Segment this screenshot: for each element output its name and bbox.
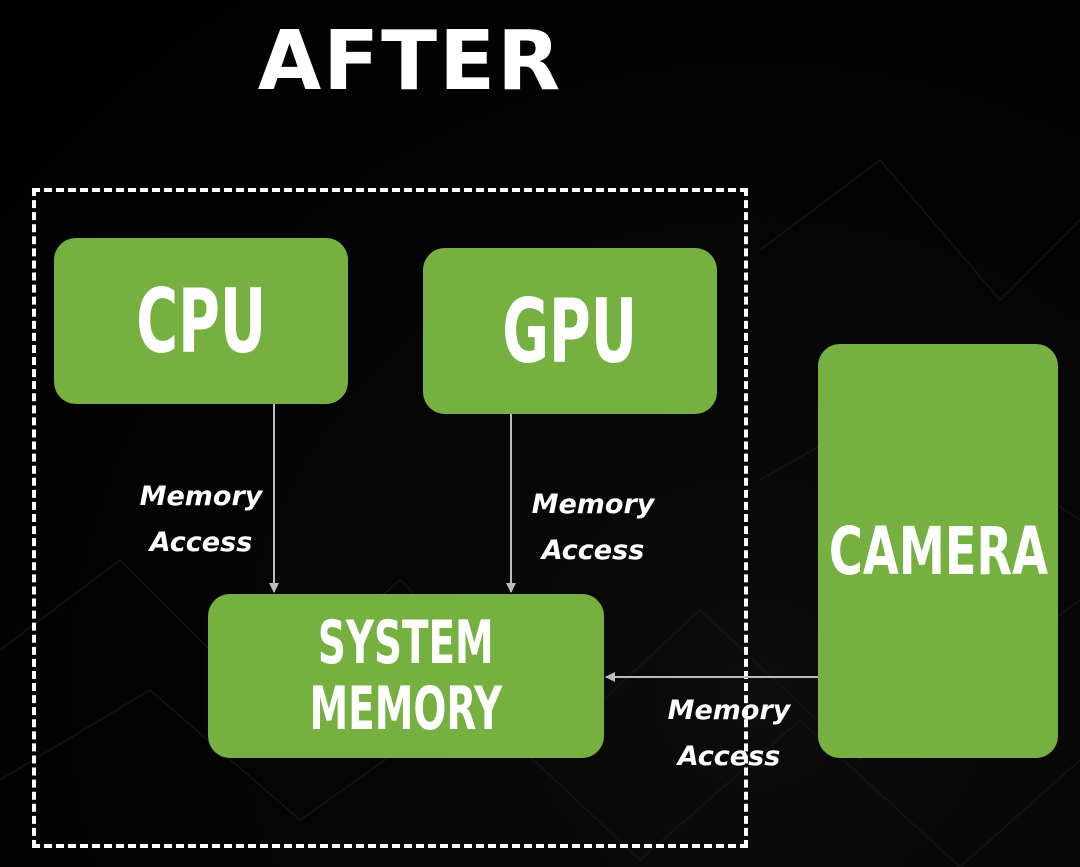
edge-label-cpu-memory-access: Memory Access	[118, 474, 284, 566]
gpu-label: GPU	[502, 279, 638, 383]
system-memory-node: SYSTEM MEMORY	[208, 594, 604, 758]
diagram-title: AFTER	[257, 14, 563, 109]
edge-label-line1: Memory	[667, 695, 791, 726]
edge-label-gpu-memory-access: Memory Access	[510, 482, 676, 574]
gpu-node: GPU	[423, 248, 717, 414]
camera-node: CAMERA	[818, 344, 1058, 758]
cpu-label: CPU	[136, 269, 266, 373]
system-memory-label-line2: MEMORY	[309, 674, 503, 744]
system-memory-label-line1: SYSTEM	[318, 608, 494, 678]
cpu-node: CPU	[54, 238, 348, 404]
chip-boundary-frame	[32, 188, 748, 848]
edge-label-camera-memory-access: Memory Access	[646, 688, 812, 780]
edge-label-line2: Access	[677, 741, 781, 772]
edge-label-line1: Memory	[531, 489, 655, 520]
edge-label-line1: Memory	[139, 481, 263, 512]
system-memory-label: SYSTEM MEMORY	[310, 610, 503, 742]
camera-label: CAMERA	[828, 512, 1048, 590]
edge-label-line2: Access	[541, 535, 645, 566]
edge-label-line2: Access	[149, 527, 253, 558]
